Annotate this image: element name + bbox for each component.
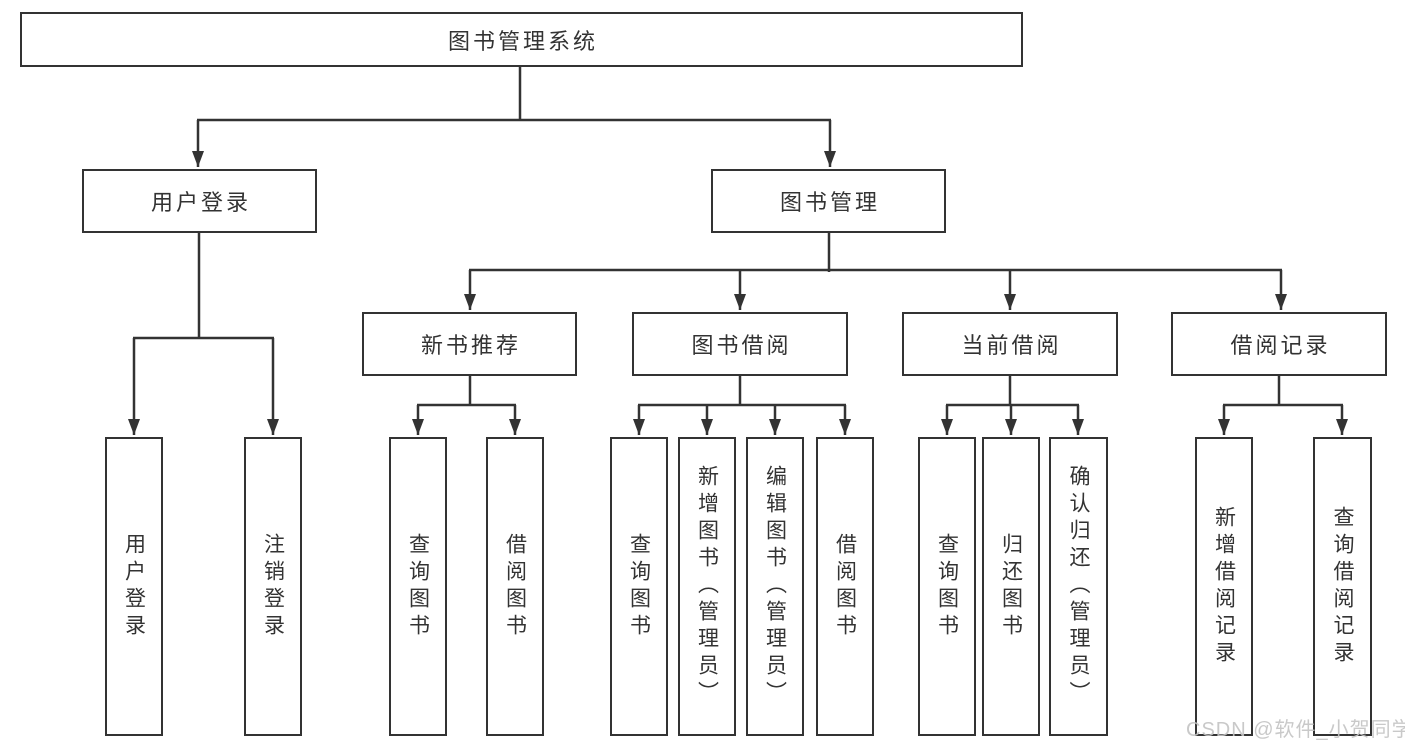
node-new-book-recommendation: 新书推荐: [362, 312, 577, 376]
node-user-login-group: 用户登录: [82, 169, 317, 233]
node-label: 新增借阅记录: [1212, 505, 1236, 668]
node-label: 查询借阅记录: [1331, 505, 1354, 668]
node-book-borrowing: 图书借阅: [632, 312, 848, 376]
node-library-management-system: 图书管理系统: [20, 12, 1023, 67]
connector-lines: [133, 66, 1343, 407]
node-query-borrowing-record: 查询借阅记录: [1313, 437, 1372, 736]
node-label: 借阅图书: [833, 532, 857, 641]
node-label: 确认归还（管理员）: [1067, 465, 1090, 708]
node-label: 新增图书（管理员）: [695, 465, 719, 708]
node-query-books-recommend: 查询图书: [389, 437, 447, 736]
node-label: 当前借阅: [961, 333, 1062, 358]
node-add-books-admin: 新增图书（管理员）: [678, 437, 736, 736]
node-label: 图书管理系统: [447, 28, 598, 54]
node-label: 查询图书: [406, 532, 430, 641]
node-book-management: 图书管理: [711, 169, 946, 233]
node-label: 用户登录: [150, 190, 251, 215]
node-label: 图书管理: [779, 190, 880, 215]
node-current-borrowing: 当前借阅: [902, 312, 1118, 376]
node-label: 借阅图书: [503, 532, 527, 641]
csdn-watermark: CSDN @软件_小贺同学: [1186, 719, 1405, 741]
node-borrow-books-borrowing: 借阅图书: [816, 437, 874, 736]
node-label: 查询图书: [935, 532, 959, 641]
node-label: 用户登录: [122, 532, 146, 641]
node-query-books-current: 查询图书: [918, 437, 976, 736]
node-label: 新书推荐: [420, 333, 521, 358]
node-user-login: 用户登录: [105, 437, 163, 736]
node-return-books: 归还图书: [982, 437, 1040, 736]
node-label: 归还图书: [999, 532, 1023, 641]
node-query-books-borrowing: 查询图书: [610, 437, 668, 736]
node-label: 借阅记录: [1230, 333, 1331, 358]
node-add-borrowing-record: 新增借阅记录: [1195, 437, 1253, 736]
node-borrow-books-recommend: 借阅图书: [486, 437, 544, 736]
node-label: 查询图书: [627, 532, 651, 641]
node-logout: 注销登录: [244, 437, 302, 736]
node-label: 编辑图书（管理员）: [763, 465, 787, 708]
node-confirm-return-admin: 确认归还（管理员）: [1049, 437, 1108, 736]
node-label: 注销登录: [261, 532, 285, 641]
node-label: 图书借阅: [691, 333, 792, 358]
node-edit-books-admin: 编辑图书（管理员）: [746, 437, 804, 736]
node-borrowing-records: 借阅记录: [1171, 312, 1387, 376]
